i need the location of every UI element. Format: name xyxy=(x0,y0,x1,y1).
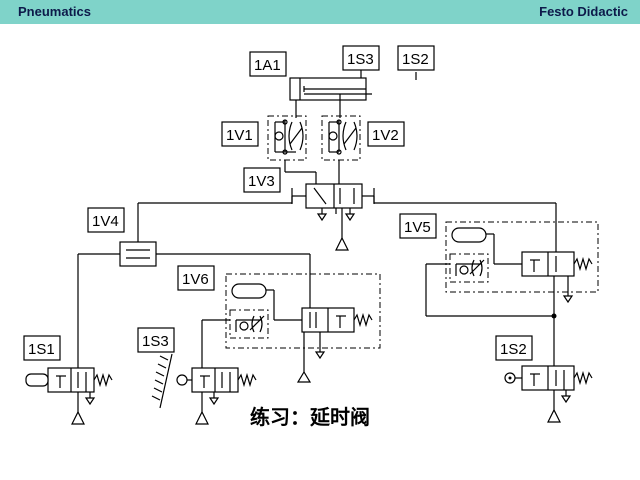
valve-1s3 xyxy=(151,353,257,425)
label-1v6: 1V6 xyxy=(177,265,215,291)
label-1s3-top: 1S3 xyxy=(342,45,380,78)
header-bar: Pneumatics Festo Didactic xyxy=(0,0,640,24)
label-1v1: 1V1 xyxy=(221,121,259,147)
label-1s3: 1S3 xyxy=(137,327,175,353)
time-delay-valve-1v5 xyxy=(425,221,599,366)
label-1v4: 1V4 xyxy=(87,207,125,233)
svg-text:1V5: 1V5 xyxy=(404,219,431,236)
header-title: Pneumatics xyxy=(18,4,91,19)
valve-1v3 xyxy=(291,183,375,251)
svg-text:1A1: 1A1 xyxy=(254,57,281,74)
svg-text:1S2: 1S2 xyxy=(500,341,527,358)
label-1s2-top: 1S2 xyxy=(397,45,435,80)
svg-text:1V4: 1V4 xyxy=(92,213,119,230)
label-1v5: 1V5 xyxy=(399,213,437,239)
label-1s2: 1S2 xyxy=(495,335,533,361)
shuttle-valve-1v4 xyxy=(119,241,157,267)
svg-text:1S3: 1S3 xyxy=(142,333,169,350)
valve-1s2 xyxy=(504,365,593,423)
label-1a1: 1A1 xyxy=(249,51,287,77)
svg-text:1S3: 1S3 xyxy=(347,51,374,68)
svg-text:1V2: 1V2 xyxy=(372,127,399,144)
label-1v2: 1V2 xyxy=(367,121,405,147)
svg-text:1V3: 1V3 xyxy=(248,173,275,190)
svg-text:1V6: 1V6 xyxy=(182,271,209,288)
svg-text:1S1: 1S1 xyxy=(28,341,55,358)
svg-text:1S2: 1S2 xyxy=(402,51,429,68)
svg-text:1V1: 1V1 xyxy=(226,127,253,144)
flow-control-1v2 xyxy=(321,115,361,161)
label-1s1: 1S1 xyxy=(23,335,61,361)
cylinder-1a1 xyxy=(289,77,372,101)
label-1v3: 1V3 xyxy=(243,167,281,193)
header-brand: Festo Didactic xyxy=(539,4,628,19)
time-delay-valve-1v6 xyxy=(201,273,381,383)
valve-1s1 xyxy=(25,367,113,425)
diagram-title: 练习：延时阀 xyxy=(250,405,370,429)
flow-control-1v1 xyxy=(267,115,307,161)
